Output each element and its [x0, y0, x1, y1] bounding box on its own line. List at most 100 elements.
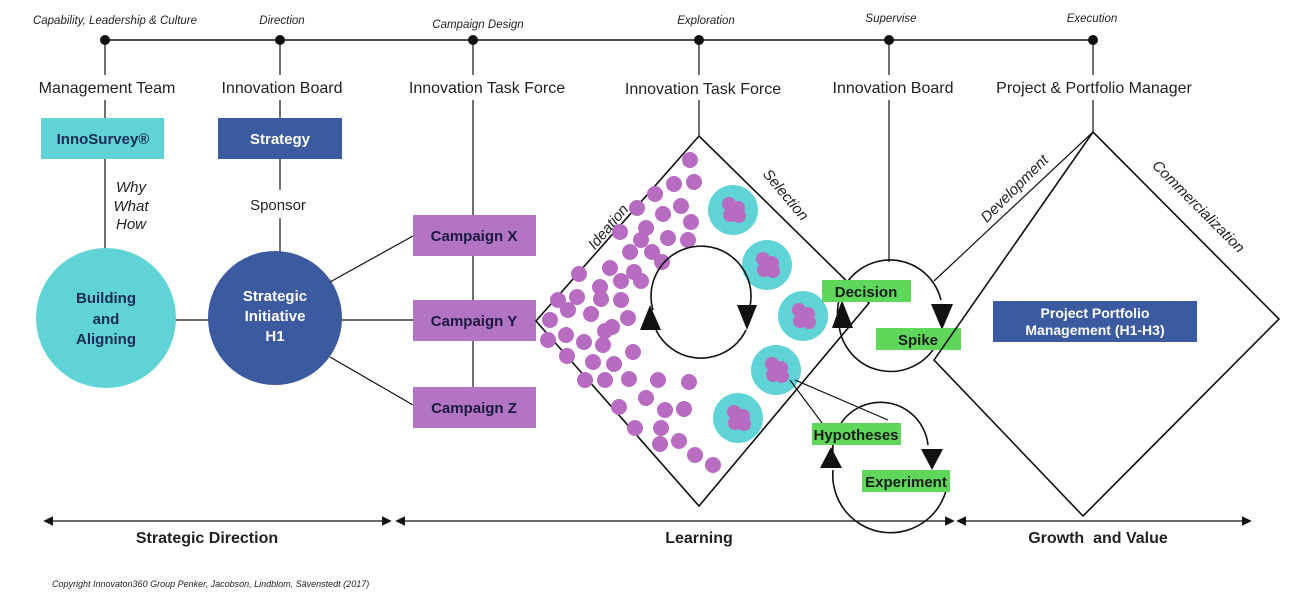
copyright-text: Copyright Innovaton360 Group Penker, Jac…: [52, 579, 369, 589]
sponsor-label: Sponsor: [250, 197, 306, 214]
idea-dot: [559, 348, 575, 364]
idea-dot: [620, 310, 636, 326]
idea-dot: [576, 334, 592, 350]
idea-dot: [687, 447, 703, 463]
decision-box: [822, 280, 911, 302]
idea-dot: [602, 260, 618, 276]
aligning-label: Aligning: [76, 331, 136, 348]
idea-dot: [660, 230, 676, 246]
role-innovation-board-1: Innovation Board: [222, 80, 343, 97]
idea-cluster: [708, 185, 758, 235]
building-label: Building: [76, 290, 136, 307]
idea-dot: [542, 312, 558, 328]
idea-dot: [597, 323, 613, 339]
idea-dot: [638, 220, 654, 236]
ideation-cycle: [640, 245, 757, 359]
cycle-arrow-down: [737, 305, 757, 330]
idea-dot: [583, 306, 599, 322]
idea-dot: [585, 354, 601, 370]
idea-dot: [597, 372, 613, 388]
idea-dots: [540, 152, 721, 473]
idea-cluster: [778, 291, 828, 341]
commercialization-label: Commercialization: [1149, 157, 1248, 256]
idea-cluster: [751, 345, 801, 395]
idea-dot: [550, 292, 566, 308]
idea-dot: [644, 244, 660, 260]
idea-dot: [612, 224, 628, 240]
strategic-initiative-circle: [208, 251, 342, 385]
idea-dot: [606, 356, 622, 372]
hypotheses-label: Hypotheses: [813, 427, 898, 444]
idea-dot: [569, 289, 585, 305]
cluster-dot: [737, 417, 751, 431]
hypotheses-arrow-up: [820, 447, 842, 468]
idea-dot: [653, 420, 669, 436]
campaign-z-label: Campaign Z: [431, 400, 517, 417]
strategic-label: Strategic: [243, 288, 307, 305]
role-innovation-board-2: Innovation Board: [833, 80, 954, 97]
strategy-label: Strategy: [250, 131, 311, 148]
decision-arrow-up: [832, 300, 853, 328]
portfolio-label-2: Management (H1-H3): [1025, 322, 1164, 338]
idea-cluster: [742, 240, 792, 290]
idea-dot: [647, 186, 663, 202]
role-management-team: Management Team: [39, 80, 176, 97]
top-label-direction: Direction: [259, 15, 304, 27]
cycle-arrow-up: [640, 305, 661, 330]
idea-dot: [593, 291, 609, 307]
what-label: What: [113, 198, 149, 215]
idea-dot: [655, 206, 671, 222]
campaign-x-box: [413, 215, 536, 256]
campaign-x-label: Campaign X: [431, 228, 518, 245]
experiment-label: Experiment: [865, 474, 947, 491]
idea-dot: [540, 332, 556, 348]
spike-box: [876, 328, 961, 350]
top-label-campaign-design: Campaign Design: [432, 19, 523, 31]
phase-strategic-direction: Strategic Direction: [136, 530, 278, 547]
idea-dot: [676, 401, 692, 417]
idea-dot: [633, 232, 649, 248]
development-label: Development: [978, 151, 1053, 226]
idea-dot: [680, 232, 696, 248]
and-label: and: [93, 311, 120, 328]
idea-dot: [611, 399, 627, 415]
idea-cluster: [713, 393, 763, 443]
campaign-y-label: Campaign Y: [431, 313, 517, 330]
role-connectors: [104, 40, 1094, 75]
spike-label: Spike: [898, 332, 938, 349]
experiment-box: [862, 470, 950, 492]
decision-label: Decision: [835, 284, 898, 301]
idea-dot: [682, 152, 698, 168]
top-label-capability: Capability, Leadership & Culture: [33, 15, 197, 27]
experiment-arrow-down: [921, 449, 943, 470]
idea-dot: [627, 420, 643, 436]
hypotheses-box: [812, 423, 901, 445]
idea-dot: [650, 372, 666, 388]
idea-dot: [638, 390, 654, 406]
idea-dot: [622, 244, 638, 260]
learning-diamond: [534, 134, 871, 508]
decision-cycle: [832, 259, 953, 373]
idea-dot: [633, 273, 649, 289]
idea-dot: [558, 327, 574, 343]
campaign-y-box: [413, 300, 536, 341]
top-label-supervise: Supervise: [865, 13, 916, 25]
idea-dot: [625, 344, 641, 360]
phase-growth-value: Growth and Value: [1028, 530, 1168, 547]
idea-dot: [654, 254, 670, 270]
h1-label: H1: [265, 328, 284, 345]
top-label-execution: Execution: [1067, 13, 1118, 25]
how-label: How: [116, 216, 147, 233]
idea-dot: [571, 266, 587, 282]
idea-dot: [673, 198, 689, 214]
idea-dot: [681, 374, 697, 390]
idea-clusters: [708, 185, 828, 443]
experiment-cycle: [820, 401, 949, 534]
portfolio-label-1: Project Portfolio: [1041, 305, 1150, 321]
idea-dot: [666, 176, 682, 192]
idea-dot: [705, 457, 721, 473]
cluster-dot: [732, 209, 746, 223]
role-task-force-2: Innovation Task Force: [625, 81, 781, 98]
why-label: Why: [116, 179, 148, 196]
